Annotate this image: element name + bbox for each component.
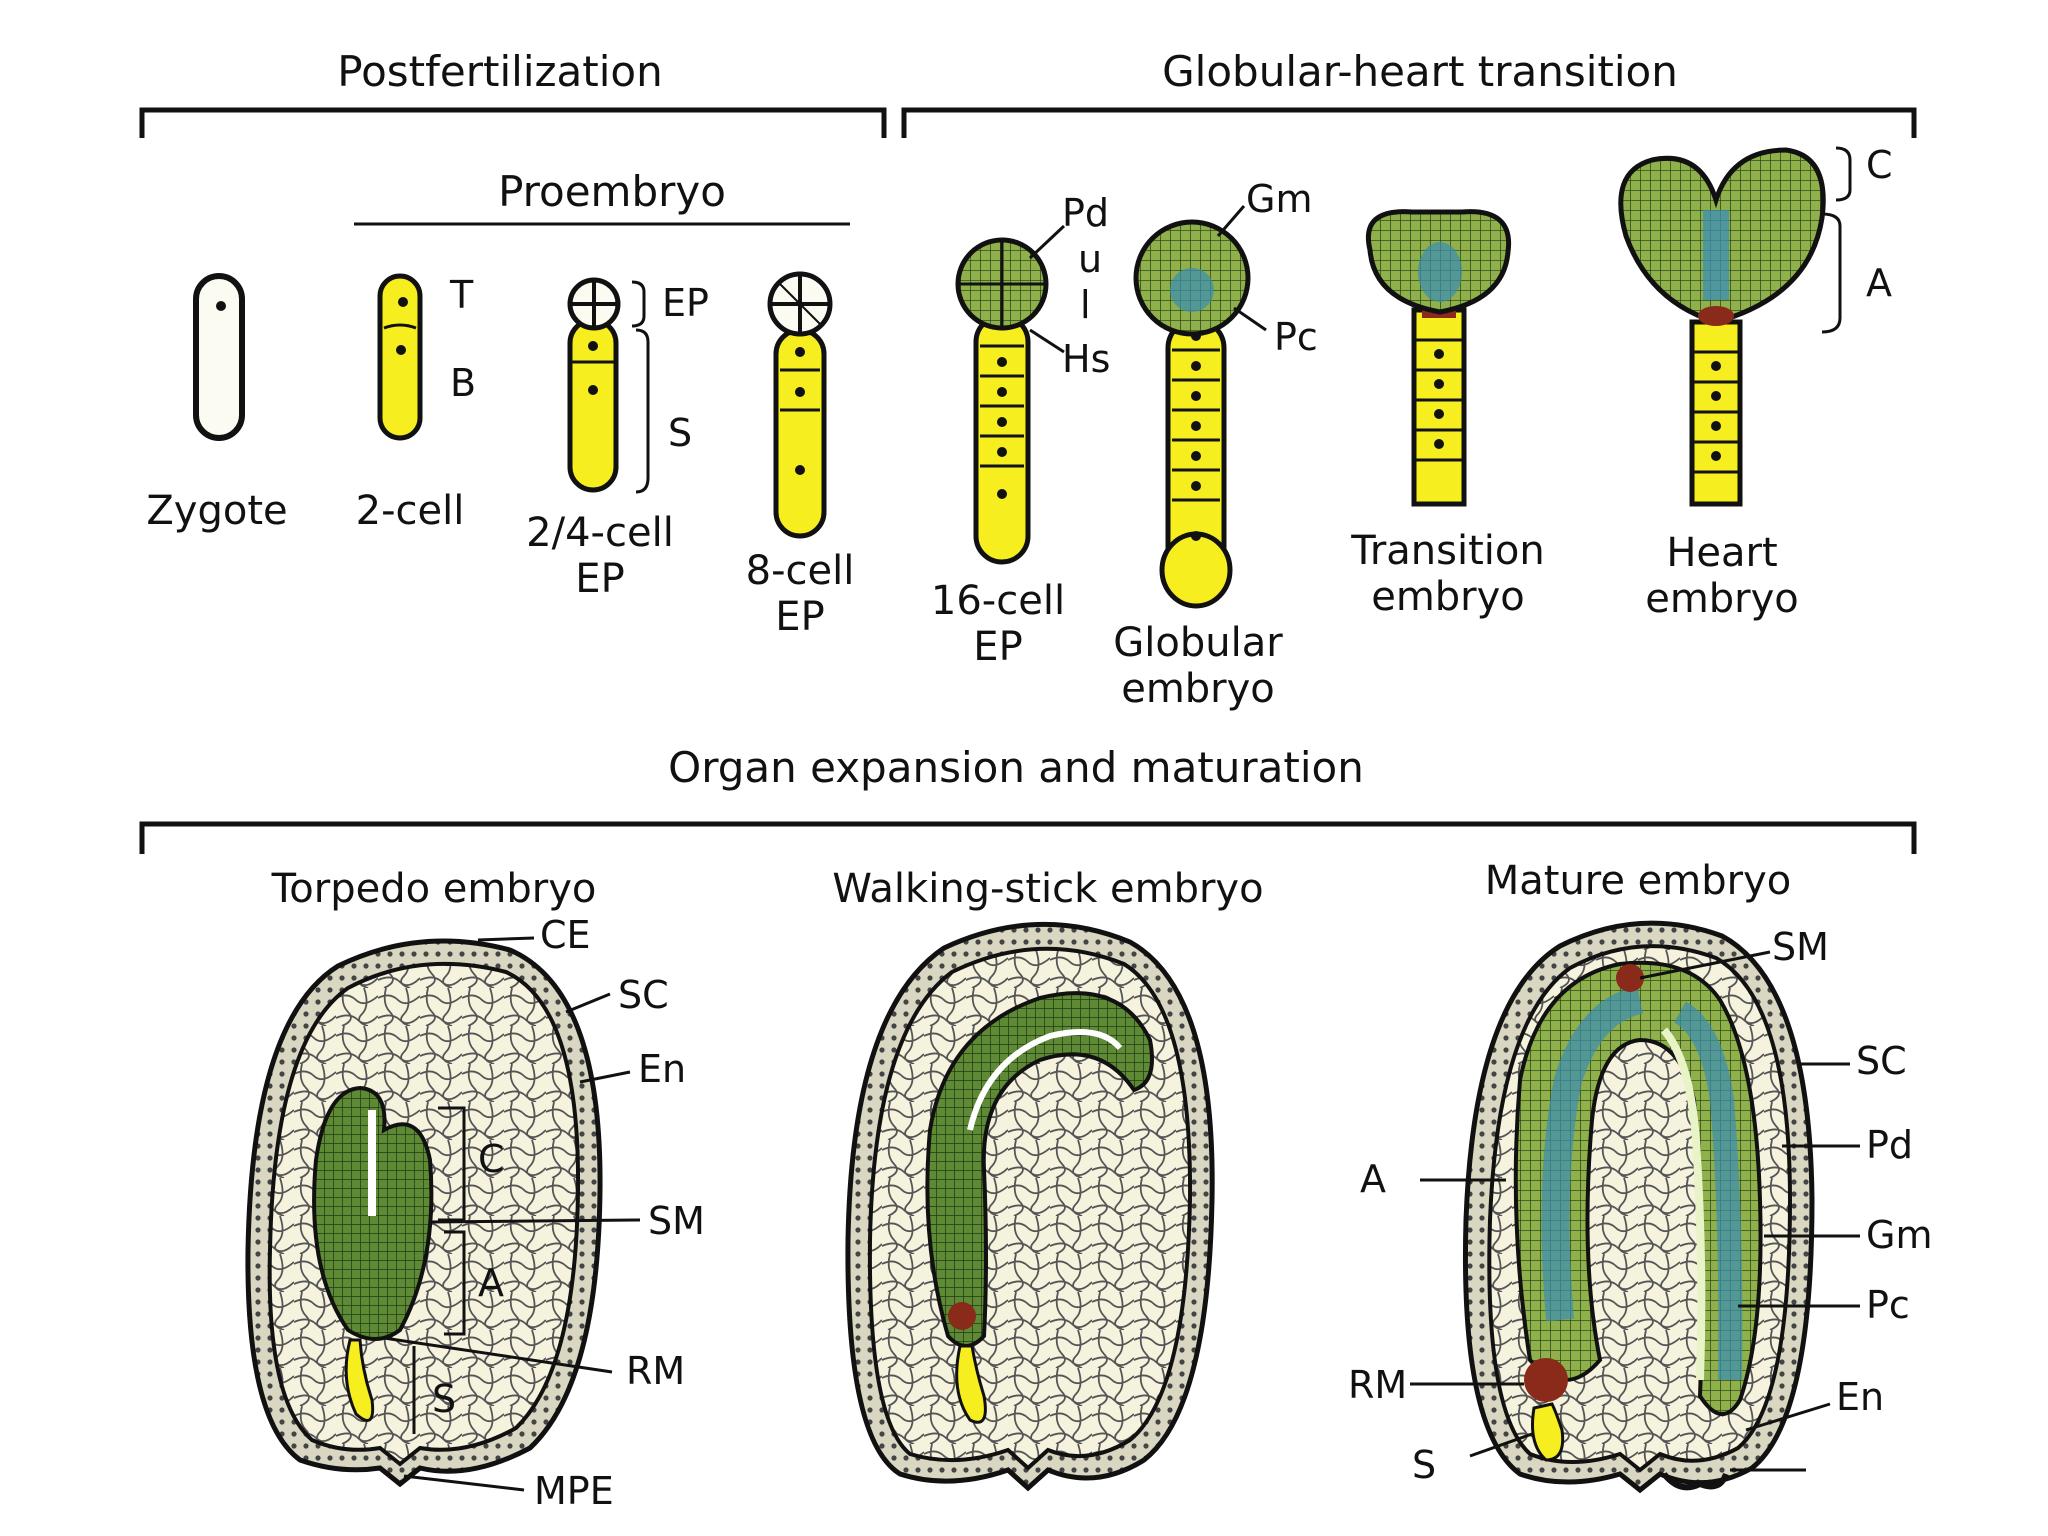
caption-walking-stick: Walking-stick embryo — [832, 866, 1263, 912]
caption-eight-cell-2: EP — [775, 594, 824, 640]
torpedo-seed-drawing — [245, 938, 603, 1488]
caption-globular-2: embryo — [1121, 666, 1275, 712]
leader-En-mature — [1745, 1402, 1831, 1432]
caption-globular-1: Globular — [1113, 620, 1283, 666]
label-S-torpedo: S — [432, 1377, 456, 1421]
transition-drawing — [1365, 209, 1512, 507]
leader-CE — [477, 936, 535, 942]
mature-seed-drawing — [1463, 920, 1815, 1494]
caption-zygote: Zygote — [146, 488, 287, 534]
leader-S-mature — [1469, 1432, 1533, 1458]
two-cell-drawing — [377, 273, 423, 441]
leader-SM-torpedo — [429, 1218, 641, 1224]
leader-RM-torpedo — [383, 1336, 613, 1374]
label-En-torpedo: En — [638, 1047, 686, 1091]
leader-Hs — [1029, 328, 1065, 354]
bracket-EP — [631, 280, 646, 328]
caption-sixteen-cell-1: 16-cell — [931, 578, 1065, 624]
label-MPE: MPE — [534, 1469, 614, 1513]
label-A-heart: A — [1866, 261, 1892, 305]
leader-Pd-16 — [1028, 224, 1066, 260]
eight-cell-drawing — [767, 271, 833, 539]
section-globular-heart: Globular-heart transition — [1162, 47, 1678, 96]
caption-two-cell: 2-cell — [356, 488, 465, 534]
caption-transition-1: Transition — [1350, 528, 1544, 574]
caption-torpedo: Torpedo embryo — [271, 866, 597, 912]
label-B: B — [450, 361, 476, 405]
caption-two-four-cell-2: EP — [575, 556, 624, 602]
label-C-torpedo: C — [478, 1137, 505, 1181]
label-SC-mature: SC — [1856, 1039, 1907, 1083]
caption-mature: Mature embryo — [1485, 858, 1792, 904]
label-A-torpedo: A — [478, 1261, 504, 1305]
caption-heart-1: Heart — [1666, 530, 1777, 576]
globular-drawing — [1133, 219, 1251, 609]
heart-drawing — [1618, 147, 1826, 507]
label-S-mature: S — [1412, 1443, 1436, 1487]
caption-two-four-cell-1: 2/4-cell — [526, 510, 674, 556]
leader-En-torpedo — [579, 1070, 631, 1084]
label-Pc-globular: Pc — [1274, 315, 1318, 359]
label-C-heart: C — [1866, 143, 1893, 187]
leader-SM-mature — [1639, 950, 1771, 980]
label-A-mature: A — [1360, 1157, 1386, 1201]
section-proembryo: Proembryo — [498, 167, 726, 216]
section-postfertilization: Postfertilization — [337, 47, 662, 96]
label-CE: CE — [540, 913, 591, 957]
section-organ-expansion: Organ expansion and maturation — [668, 743, 1364, 792]
leader-SC-torpedo — [565, 992, 611, 1014]
label-Gm-mature: Gm — [1866, 1213, 1932, 1257]
label-Gm-globular: Gm — [1246, 177, 1312, 221]
label-Pc-mature: Pc — [1866, 1283, 1910, 1327]
sixteen-cell-drawing — [955, 237, 1049, 565]
leader-Gm-globular — [1216, 205, 1246, 237]
leader-Pc-globular — [1233, 306, 1267, 332]
organ-expansion-bracket — [139, 821, 1917, 854]
label-T: T — [449, 273, 474, 317]
label-En-mature: En — [1836, 1375, 1884, 1419]
label-EP: EP — [662, 281, 709, 325]
label-Pd-mature: Pd — [1866, 1123, 1913, 1167]
bracket-C-heart — [1835, 146, 1852, 202]
caption-transition-2: embryo — [1371, 574, 1525, 620]
label-Hs: Hs — [1062, 337, 1110, 381]
postfertilization-bracket — [139, 107, 887, 138]
label-SM-mature: SM — [1772, 925, 1829, 969]
caption-heart-2: embryo — [1645, 576, 1799, 622]
caption-eight-cell-1: 8-cell — [746, 548, 855, 594]
leader-MPE — [403, 1474, 525, 1492]
globular-heart-bracket — [901, 107, 1917, 138]
bracket-A-heart — [1821, 212, 1842, 334]
label-RM-mature: RM — [1348, 1363, 1407, 1407]
two-four-cell-drawing — [567, 277, 621, 493]
walking-stick-seed-drawing — [845, 921, 1215, 1492]
label-RM-torpedo: RM — [626, 1349, 685, 1393]
label-S-proembryo: S — [668, 411, 692, 455]
bracket-A-torpedo — [444, 1230, 466, 1336]
zygote-drawing — [193, 273, 245, 441]
caption-sixteen-cell-2: EP — [973, 624, 1022, 670]
label-SM-torpedo: SM — [648, 1199, 705, 1243]
bracket-C-torpedo — [438, 1106, 466, 1222]
bracket-S — [635, 328, 650, 494]
label-u: u — [1078, 237, 1102, 281]
label-SC-torpedo: SC — [618, 973, 669, 1017]
label-l: l — [1080, 283, 1091, 327]
label-Pd-16: Pd — [1062, 191, 1109, 235]
